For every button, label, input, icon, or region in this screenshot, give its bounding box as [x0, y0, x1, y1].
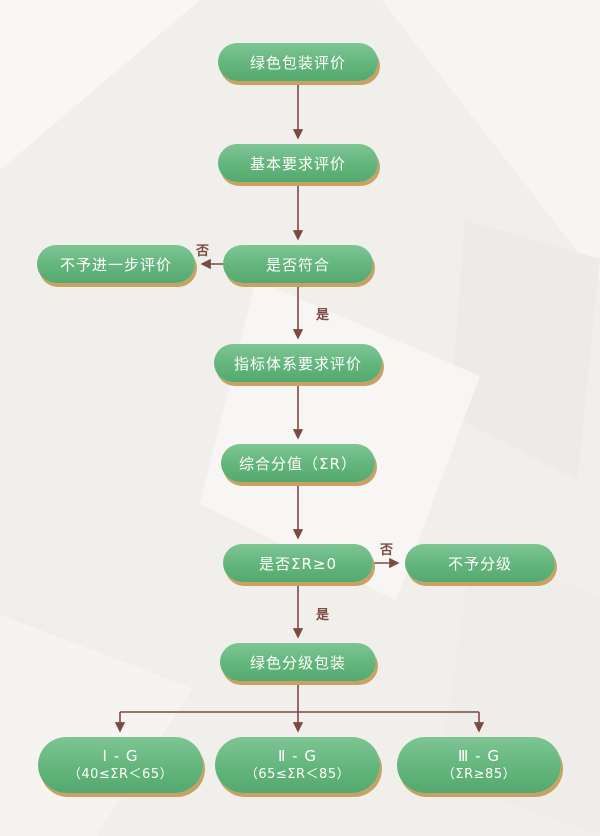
node-graded-packaging: 绿色分级包装 — [220, 643, 376, 681]
node-start: 绿色包装评价 — [218, 43, 378, 81]
node-grade-1-range: （40≤ΣR＜65） — [67, 767, 174, 783]
node-comply-check: 是否符合 — [223, 245, 373, 283]
node-grade-2-title: Ⅱ - G — [278, 747, 317, 766]
node-no-further-eval: 不予进一步评价 — [37, 245, 195, 283]
node-score-check: 是否ΣR≥0 — [223, 544, 373, 582]
node-basic-eval-label: 基本要求评价 — [249, 154, 346, 173]
node-grade-2-range: （65≤ΣR＜85） — [244, 767, 351, 783]
node-basic-eval: 基本要求评价 — [218, 144, 378, 182]
node-no-grading-label: 不予分级 — [447, 554, 512, 573]
edge-label-no: 否 — [380, 543, 395, 558]
node-no-grading: 不予分级 — [405, 544, 555, 582]
node-comply-check-label: 是否符合 — [265, 255, 330, 274]
node-no-further-eval-label: 不予进一步评价 — [59, 255, 172, 274]
node-grade-2: Ⅱ - G （65≤ΣR＜85） — [215, 737, 380, 793]
node-score-check-label: 是否ΣR≥0 — [258, 554, 337, 573]
node-total-score-label: 综合分值（ΣR） — [239, 454, 357, 473]
node-grade-3-title: Ⅲ - G — [458, 747, 500, 766]
node-graded-packaging-label: 绿色分级包装 — [249, 653, 346, 672]
edge-label-yes: 是 — [316, 308, 331, 323]
node-indicator-eval: 指标体系要求评价 — [214, 344, 382, 382]
node-start-label: 绿色包装评价 — [249, 53, 346, 72]
node-grade-1: Ⅰ - G （40≤ΣR＜65） — [38, 737, 203, 793]
node-total-score: 综合分值（ΣR） — [221, 444, 375, 482]
node-grade-1-title: Ⅰ - G — [102, 747, 139, 766]
edge-label-yes: 是 — [316, 608, 331, 623]
node-grade-3: Ⅲ - G （ΣR≥85） — [397, 737, 561, 793]
node-grade-3-range: （ΣR≥85） — [441, 767, 517, 783]
node-indicator-eval-label: 指标体系要求评价 — [233, 354, 362, 373]
edge-label-no: 否 — [196, 244, 211, 259]
